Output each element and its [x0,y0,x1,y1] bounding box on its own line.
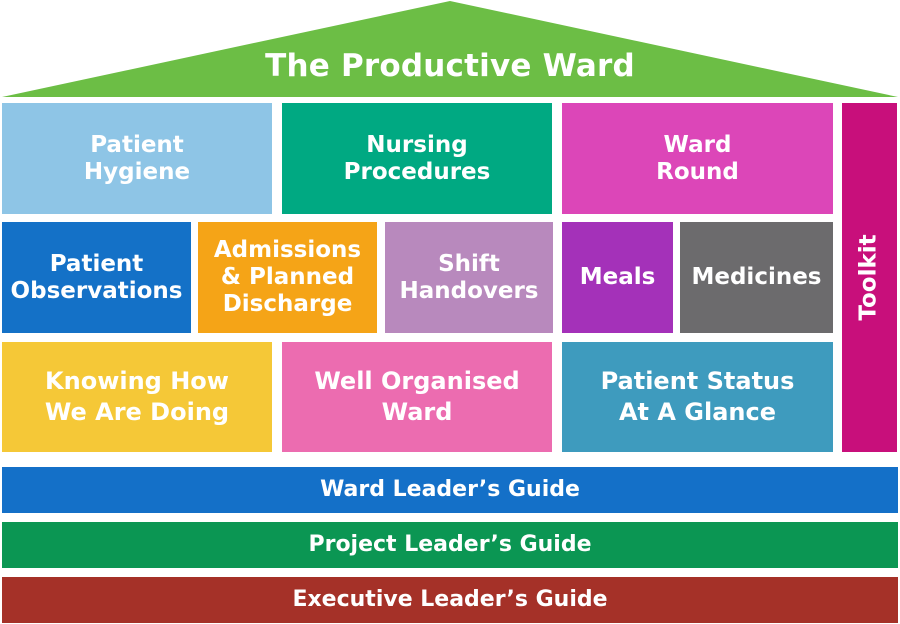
executive-leaders-guide-band: Executive Leader’s Guide [2,577,898,623]
toolkit-label: Toolkit [856,234,883,321]
toolkit-pillar: Toolkit [842,103,897,452]
module-meals: Meals [562,222,673,333]
module-patient-status-at-a-glance: Patient Status At A Glance [562,342,833,452]
module-shift-handovers: Shift Handovers [385,222,553,333]
module-well-organised-ward: Well Organised Ward [282,342,552,452]
roof [2,1,898,97]
project-leaders-guide-band: Project Leader’s Guide [2,522,898,568]
module-admissions-planned-discharge: Admissions & Planned Discharge [198,222,377,333]
module-ward-round: Ward Round [562,103,833,214]
module-patient-hygiene: Patient Hygiene [2,103,272,214]
module-nursing-procedures: Nursing Procedures [282,103,552,214]
module-knowing-how-we-are-doing: Knowing How We Are Doing [2,342,272,452]
module-patient-observations: Patient Observations [2,222,191,333]
roof-shape [2,1,898,97]
module-medicines: Medicines [680,222,833,333]
ward-leaders-guide-band: Ward Leader’s Guide [2,467,898,513]
diagram-title: The Productive Ward [265,48,635,84]
